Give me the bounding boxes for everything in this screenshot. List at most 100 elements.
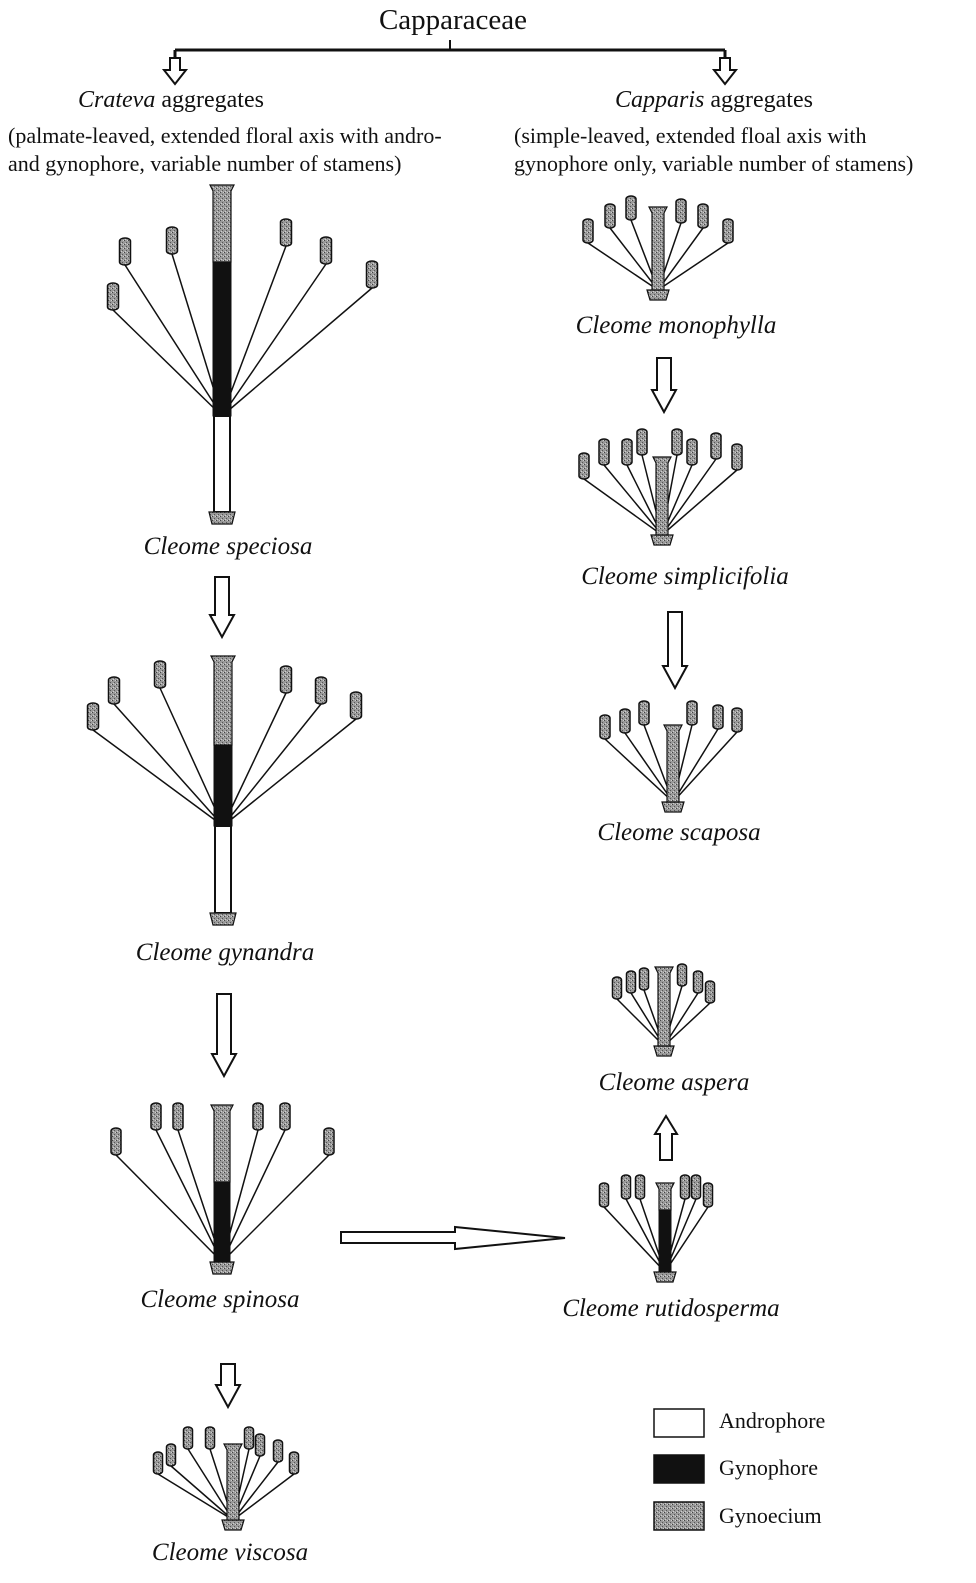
anther xyxy=(184,1427,193,1449)
anther xyxy=(622,1175,631,1199)
anther xyxy=(636,1175,645,1199)
flower-cleome-monophylla xyxy=(583,196,733,300)
label-cleome-rutidosperma: Cleome rutidosperma xyxy=(521,1296,821,1321)
anther xyxy=(692,1175,701,1199)
stamen-filament xyxy=(604,1207,665,1272)
label-cleome-aspera: Cleome aspera xyxy=(524,1070,824,1095)
anther xyxy=(281,666,292,693)
anther xyxy=(173,1103,183,1130)
gynophore xyxy=(213,262,231,416)
anther xyxy=(151,1103,161,1130)
stamen-filament xyxy=(588,243,658,290)
flower-cleome-viscosa xyxy=(154,1427,299,1530)
androphore xyxy=(215,826,231,913)
anther xyxy=(351,692,362,719)
label-cleome-simplicifolia: Cleome simplicifolia xyxy=(535,564,835,589)
androphore xyxy=(214,416,230,512)
anther xyxy=(639,701,649,725)
stamen-filament xyxy=(673,729,718,802)
anther xyxy=(256,1434,265,1456)
stamen-filament xyxy=(605,739,673,802)
stamen-filament xyxy=(158,1474,233,1520)
receptacle xyxy=(647,290,669,300)
right-desc-line-2: gynophore only, variable number of stame… xyxy=(514,150,913,178)
stamen-filament xyxy=(222,246,286,416)
stamen-filament xyxy=(93,730,223,826)
anther xyxy=(281,219,292,246)
anther xyxy=(109,677,120,704)
left-group-name: Crateva xyxy=(78,87,155,113)
receptacle xyxy=(651,535,673,545)
anther xyxy=(154,1452,163,1474)
legend-label-androphore: Androphore xyxy=(719,1410,825,1432)
flower-cleome-aspera xyxy=(613,964,715,1056)
stamen-filament xyxy=(125,265,222,416)
gynoecium xyxy=(656,1183,674,1210)
arrow-down-icon xyxy=(212,994,236,1076)
anther xyxy=(694,971,703,993)
arrow-right-icon xyxy=(341,1227,565,1249)
anther xyxy=(698,204,708,228)
anther xyxy=(167,1444,176,1466)
anther xyxy=(324,1128,334,1155)
anther xyxy=(290,1452,299,1474)
gynoecium xyxy=(664,725,682,802)
anther xyxy=(88,703,99,730)
anther xyxy=(206,1427,215,1449)
anther xyxy=(704,1183,713,1207)
legend-label-gynophore: Gynophore xyxy=(719,1457,818,1479)
gynophore xyxy=(659,1210,671,1272)
stamen-filament xyxy=(188,1449,233,1520)
anther xyxy=(280,1103,290,1130)
label-cleome-scaposa: Cleome scaposa xyxy=(529,820,829,845)
anther xyxy=(640,968,649,990)
anther xyxy=(274,1440,283,1462)
legend xyxy=(654,1409,704,1530)
stamen-filament xyxy=(156,1130,222,1262)
diagram-title: Capparaceae xyxy=(0,6,906,35)
gynoecium xyxy=(649,207,667,290)
arrow-up-icon xyxy=(655,1116,677,1160)
stamen-filament xyxy=(223,719,356,826)
receptacle xyxy=(662,802,684,812)
label-cleome-speciosa: Cleome speciosa xyxy=(98,534,358,559)
receptacle xyxy=(210,913,236,925)
receptacle xyxy=(209,512,235,524)
arrow-down-icon xyxy=(164,58,186,84)
arrow-down-icon xyxy=(652,358,676,412)
label-cleome-viscosa: Cleome viscosa xyxy=(100,1540,360,1565)
anther xyxy=(111,1128,121,1155)
anther xyxy=(626,196,636,220)
receptacle xyxy=(210,1262,234,1274)
flower-cleome-spinosa xyxy=(111,1103,334,1274)
label-cleome-gynandra: Cleome gynandra xyxy=(95,940,355,965)
label-cleome-monophylla: Cleome monophylla xyxy=(526,313,826,338)
anther xyxy=(620,709,630,733)
flower-cleome-scaposa xyxy=(600,701,742,812)
arrow-down-icon xyxy=(663,612,687,688)
anther xyxy=(687,701,697,725)
anther xyxy=(687,439,697,465)
arrow-down-icon xyxy=(714,58,736,84)
anther xyxy=(167,227,178,254)
legend-swatch-gynophore xyxy=(654,1455,704,1483)
anther xyxy=(723,219,733,243)
anther xyxy=(253,1103,263,1130)
anther xyxy=(672,429,682,455)
anther xyxy=(732,444,742,470)
arrow-down-icon xyxy=(210,577,234,637)
right-group-heading: Capparis aggregates xyxy=(615,88,813,112)
gynoecium xyxy=(210,185,234,262)
anther xyxy=(613,977,622,999)
legend-swatch-gynoecium xyxy=(654,1502,704,1530)
gynoecium xyxy=(655,967,673,1046)
receptacle xyxy=(654,1272,676,1282)
right-group-suffix: aggregates xyxy=(710,87,813,113)
anther xyxy=(713,705,723,729)
right-desc-line-1: (simple-leaved, extended floal axis with xyxy=(514,122,913,150)
anther xyxy=(732,708,742,732)
gynoecium xyxy=(211,656,235,745)
flower-cleome-rutidosperma xyxy=(600,1175,713,1282)
anther xyxy=(637,429,647,455)
flower-cleome-simplicifolia xyxy=(579,429,742,545)
